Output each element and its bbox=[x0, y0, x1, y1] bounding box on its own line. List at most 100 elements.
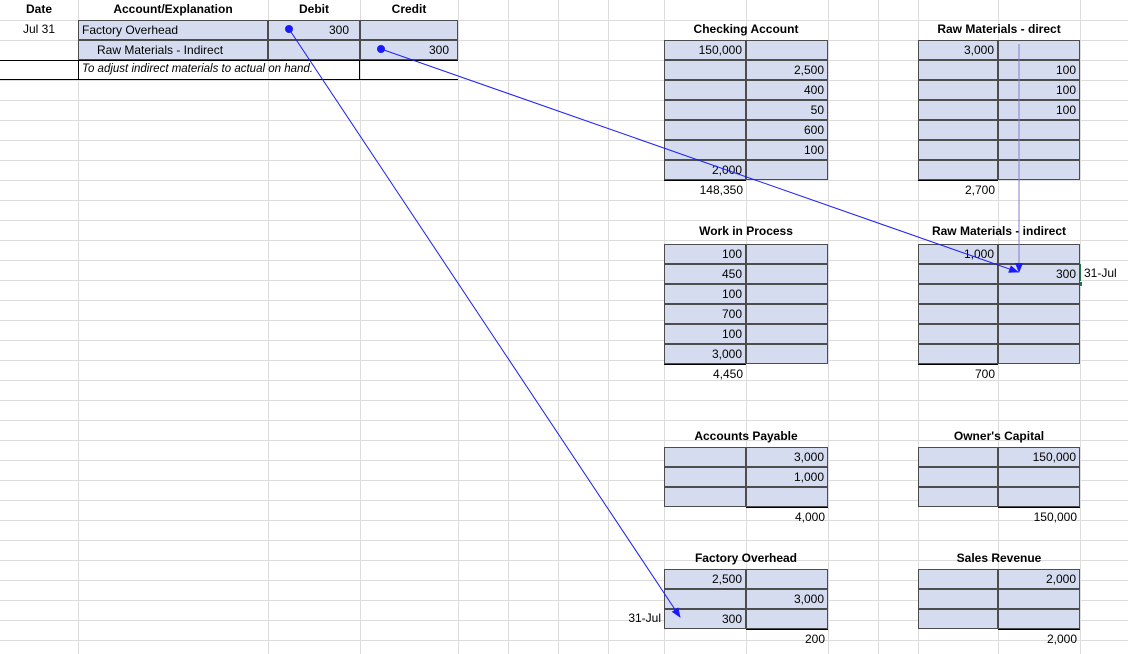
rm_direct-right-cell[interactable]: 100 bbox=[998, 100, 1080, 120]
foh-balance[interactable]: 200 bbox=[746, 629, 828, 649]
foh-left-cell[interactable] bbox=[664, 589, 746, 609]
rm_direct-right-cell[interactable]: 100 bbox=[998, 80, 1080, 100]
rm_indirect-right-cell[interactable] bbox=[998, 284, 1080, 304]
checking-right-cell[interactable]: 50 bbox=[746, 100, 828, 120]
checking-left-cell[interactable] bbox=[664, 100, 746, 120]
capital-left-cell[interactable] bbox=[918, 447, 998, 467]
wip-right-cell[interactable] bbox=[746, 324, 828, 344]
wip-balance[interactable]: 4,450 bbox=[664, 364, 746, 384]
journal-debit-amount[interactable]: 300 bbox=[268, 20, 360, 40]
capital-right-cell[interactable] bbox=[998, 467, 1080, 487]
checking-right-cell[interactable]: 2,500 bbox=[746, 60, 828, 80]
rm_direct-right-cell[interactable] bbox=[998, 120, 1080, 140]
wip-left-cell[interactable]: 3,000 bbox=[664, 344, 746, 364]
journal-credit-amount[interactable]: 300 bbox=[360, 40, 458, 60]
rm-direct-title: Raw Materials - direct bbox=[937, 22, 1061, 36]
capital-left-cell[interactable] bbox=[918, 467, 998, 487]
rm_direct-right-cell[interactable] bbox=[998, 140, 1080, 160]
foh-right-cell[interactable] bbox=[746, 609, 828, 629]
rm_direct-left-cell[interactable] bbox=[918, 140, 998, 160]
sales-right-cell[interactable] bbox=[998, 589, 1080, 609]
foh-right-cell[interactable]: 3,000 bbox=[746, 589, 828, 609]
wip-left-cell[interactable]: 100 bbox=[664, 244, 746, 264]
checking-right-cell[interactable] bbox=[746, 40, 828, 60]
wip-right-cell[interactable] bbox=[746, 264, 828, 284]
rm_indirect-left-cell[interactable] bbox=[918, 284, 998, 304]
rm_direct-left-cell[interactable] bbox=[918, 100, 998, 120]
journal-credit-empty[interactable] bbox=[360, 20, 458, 40]
checking-left-cell[interactable] bbox=[664, 80, 746, 100]
rm_indirect-left-cell[interactable]: 1,000 bbox=[918, 244, 998, 264]
rm_indirect-left-cell[interactable] bbox=[918, 264, 998, 284]
foh-left-cell[interactable]: 2,500 bbox=[664, 569, 746, 589]
rm_direct-left-cell[interactable]: 3,000 bbox=[918, 40, 998, 60]
rm_indirect-right-cell[interactable]: 300 bbox=[998, 264, 1080, 284]
ap-balance[interactable]: 4,000 bbox=[746, 507, 828, 527]
checking-right-cell[interactable] bbox=[746, 160, 828, 180]
capital-right-cell[interactable] bbox=[998, 487, 1080, 507]
checking-right-cell[interactable]: 100 bbox=[746, 140, 828, 160]
rm_indirect-right-cell[interactable] bbox=[998, 344, 1080, 364]
checking-left-cell[interactable]: 2,000 bbox=[664, 160, 746, 180]
wip-right-cell[interactable] bbox=[746, 304, 828, 324]
rm_indirect-left-cell[interactable] bbox=[918, 344, 998, 364]
checking-title: Checking Account bbox=[693, 22, 799, 36]
rm_direct-right-cell[interactable] bbox=[998, 40, 1080, 60]
ap-left-cell[interactable] bbox=[664, 487, 746, 507]
wip-right-cell[interactable] bbox=[746, 244, 828, 264]
checking-right-cell[interactable]: 400 bbox=[746, 80, 828, 100]
ap-right-cell[interactable]: 3,000 bbox=[746, 447, 828, 467]
checking-left-cell[interactable] bbox=[664, 120, 746, 140]
sales-left-cell[interactable] bbox=[918, 569, 998, 589]
rm_indirect-right-cell[interactable] bbox=[998, 324, 1080, 344]
rm_direct-left-cell[interactable] bbox=[918, 120, 998, 140]
foh-left-cell[interactable]: 300 bbox=[664, 609, 746, 629]
rm-direct-balance[interactable]: 2,700 bbox=[918, 180, 998, 200]
wip-left-cell[interactable]: 100 bbox=[664, 324, 746, 344]
capital-left-cell[interactable] bbox=[918, 487, 998, 507]
ap-right-cell[interactable]: 1,000 bbox=[746, 467, 828, 487]
sales-balance[interactable]: 2,000 bbox=[998, 629, 1080, 649]
wip-right-cell[interactable] bbox=[746, 284, 828, 304]
checking-right-cell[interactable]: 600 bbox=[746, 120, 828, 140]
ap-left-cell[interactable] bbox=[664, 467, 746, 487]
rm_indirect-right-cell[interactable] bbox=[998, 244, 1080, 264]
ap-right-cell[interactable] bbox=[746, 487, 828, 507]
capital-balance[interactable]: 150,000 bbox=[998, 507, 1080, 527]
journal-debit-account[interactable]: Factory Overhead bbox=[78, 20, 268, 40]
rm-indirect-date-label[interactable]: 31-Jul bbox=[1084, 266, 1117, 280]
wip-left-cell[interactable]: 700 bbox=[664, 304, 746, 324]
rm_direct-left-cell[interactable] bbox=[918, 60, 998, 80]
rm_indirect-right-cell[interactable] bbox=[998, 304, 1080, 324]
rm_indirect-left-cell[interactable] bbox=[918, 324, 998, 344]
foh-date-label[interactable]: 31-Jul bbox=[628, 611, 661, 625]
checking-left-cell[interactable]: 150,000 bbox=[664, 40, 746, 60]
journal-explanation[interactable]: To adjust indirect materials to actual o… bbox=[78, 60, 360, 80]
arrow-debit-to-foh bbox=[288, 28, 681, 618]
ap-left-cell[interactable] bbox=[664, 447, 746, 467]
journal-date[interactable]: Jul 31 bbox=[22, 22, 56, 36]
journal-explanation-row bbox=[0, 60, 458, 80]
foh-right-cell[interactable] bbox=[746, 569, 828, 589]
rm_direct-right-cell[interactable]: 100 bbox=[998, 60, 1080, 80]
rm_direct-left-cell[interactable] bbox=[918, 80, 998, 100]
header-date: Date bbox=[25, 2, 52, 16]
journal-debit-empty[interactable] bbox=[268, 40, 360, 60]
wip-right-cell[interactable] bbox=[746, 344, 828, 364]
wip-left-cell[interactable]: 100 bbox=[664, 284, 746, 304]
rm_indirect-left-cell[interactable] bbox=[918, 304, 998, 324]
checking-left-cell[interactable] bbox=[664, 140, 746, 160]
rm-indirect-balance[interactable]: 700 bbox=[918, 364, 998, 384]
sales-left-cell[interactable] bbox=[918, 609, 998, 629]
rm_direct-left-cell[interactable] bbox=[918, 160, 998, 180]
sales-right-cell[interactable] bbox=[998, 609, 1080, 629]
sales-right-cell[interactable]: 2,000 bbox=[998, 569, 1080, 589]
journal-credit-account[interactable]: Raw Materials - Indirect bbox=[78, 40, 268, 60]
checking-balance[interactable]: 148,350 bbox=[664, 180, 746, 200]
checking-left-cell[interactable] bbox=[664, 60, 746, 80]
capital-right-cell[interactable]: 150,000 bbox=[998, 447, 1080, 467]
wip-left-cell[interactable]: 450 bbox=[664, 264, 746, 284]
rm_direct-right-cell[interactable] bbox=[998, 160, 1080, 180]
sales-left-cell[interactable] bbox=[918, 589, 998, 609]
